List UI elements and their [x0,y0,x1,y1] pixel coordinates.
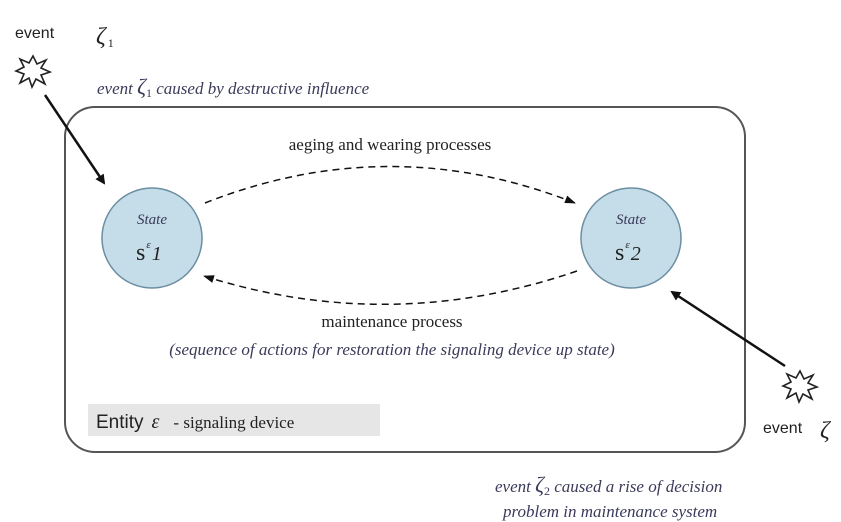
event1-caption: event ζ1 caused by destructive influence [97,74,370,100]
explosion-burst-icon [14,54,53,90]
event1-word: event [15,25,55,42]
forward-transition-arrow [204,165,576,204]
event2-caption: event ζ2 caused a rise of decision [495,472,722,498]
event2-caption-line2: problem in maintenance system [502,502,717,521]
state1-label: State [137,212,167,228]
event2-symbol: ζ [820,418,832,444]
event1-arrow [43,94,106,185]
state2-symbol: sε2 [615,239,641,266]
event2-word: event [763,420,803,437]
explosion-burst-icon [781,369,820,405]
forward-transition-label: aeging and wearing processes [289,135,492,154]
backward-transition-arrow [203,270,578,305]
backward-transition-note: (sequence of actions for restoration the… [169,340,615,359]
state1-node: State sε1 [101,187,203,289]
entity-label-bar [88,404,380,436]
state1-symbol: sε1 [136,239,162,266]
event2-arrow [670,290,786,368]
state2-label: State [616,212,646,228]
state2-node: State sε2 [580,187,682,289]
backward-transition-label: maintenance process [321,312,462,331]
entity-boundary [64,106,746,453]
